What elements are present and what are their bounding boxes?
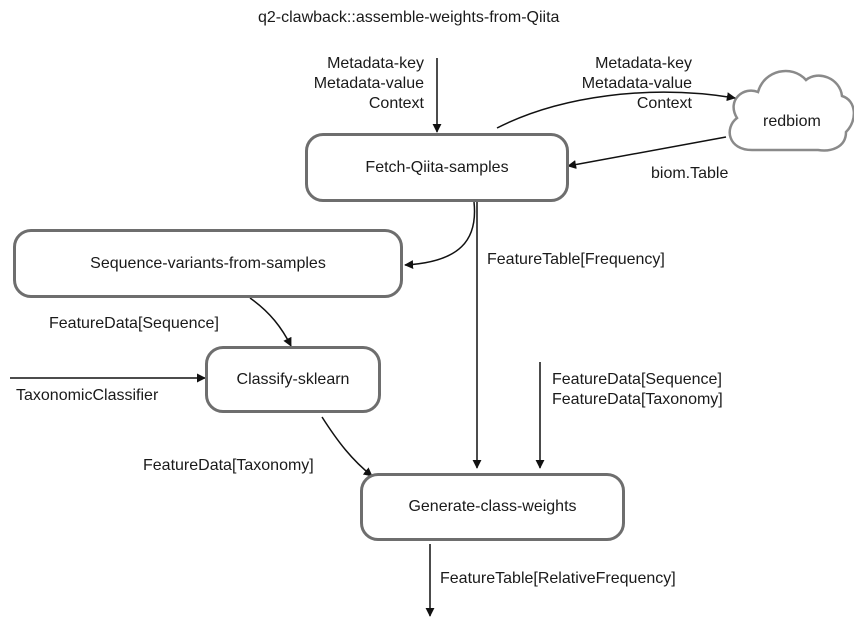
node-sequence-variants-from-samples: Sequence-variants-from-samples [13,229,403,298]
arrow-classify-to-generate [321,416,373,477]
arrow-sequence-to-classify [249,297,292,347]
label-classify-to-generate: FeatureData[Taxonomy] [143,457,314,474]
label-fetch-to-redbiom: Metadata-key Metadata-value Context [548,54,692,114]
node-classify-sklearn: Classify-sklearn [205,346,381,413]
node-redbiom-label: redbiom [763,113,821,130]
label-line: Context [636,95,692,112]
label-line: FeatureData[Taxonomy] [552,391,723,408]
label-line: Metadata-key [327,55,424,72]
label-line: Metadata-value [581,75,692,92]
arrow-fetch-to-redbiom [496,91,736,129]
label-line: Metadata-value [313,75,424,92]
arrow-redbiom-to-fetch [567,136,727,169]
label-extra-inputs: FeatureData[Sequence] FeatureData[Taxono… [552,370,723,410]
redbiom-cloud-shape [728,69,854,152]
label-redbiom-to-fetch: biom.Table [651,165,729,182]
label-output: FeatureTable[RelativeFrequency] [440,570,676,587]
label-line: Metadata-key [595,55,692,72]
label-sequence-to-classify: FeatureData[Sequence] [49,315,219,332]
node-fetch-qiita-samples: Fetch-Qiita-samples [305,133,569,202]
arrow-fetch-to-sequence [404,201,476,270]
label-line: Context [368,95,424,112]
label-line: FeatureData[Sequence] [552,371,722,388]
node-generate-class-weights: Generate-class-weights [360,473,625,541]
label-fetch-to-generate: FeatureTable[Frequency] [487,251,665,268]
label-classifier-input: TaxonomicClassifier [16,387,159,404]
diagram-title: q2-clawback::assemble-weights-from-Qiita [258,9,560,26]
label-input-to-fetch: Metadata-key Metadata-value Context [280,54,424,114]
